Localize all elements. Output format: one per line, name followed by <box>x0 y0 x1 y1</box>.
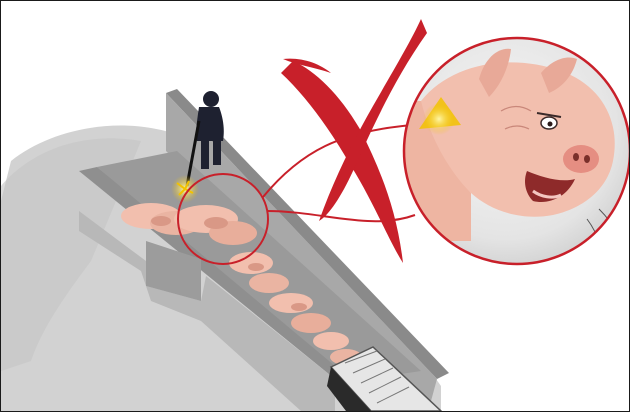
electric-prod-spark-icon <box>171 175 199 203</box>
magnifier-callout-icon <box>401 38 629 264</box>
